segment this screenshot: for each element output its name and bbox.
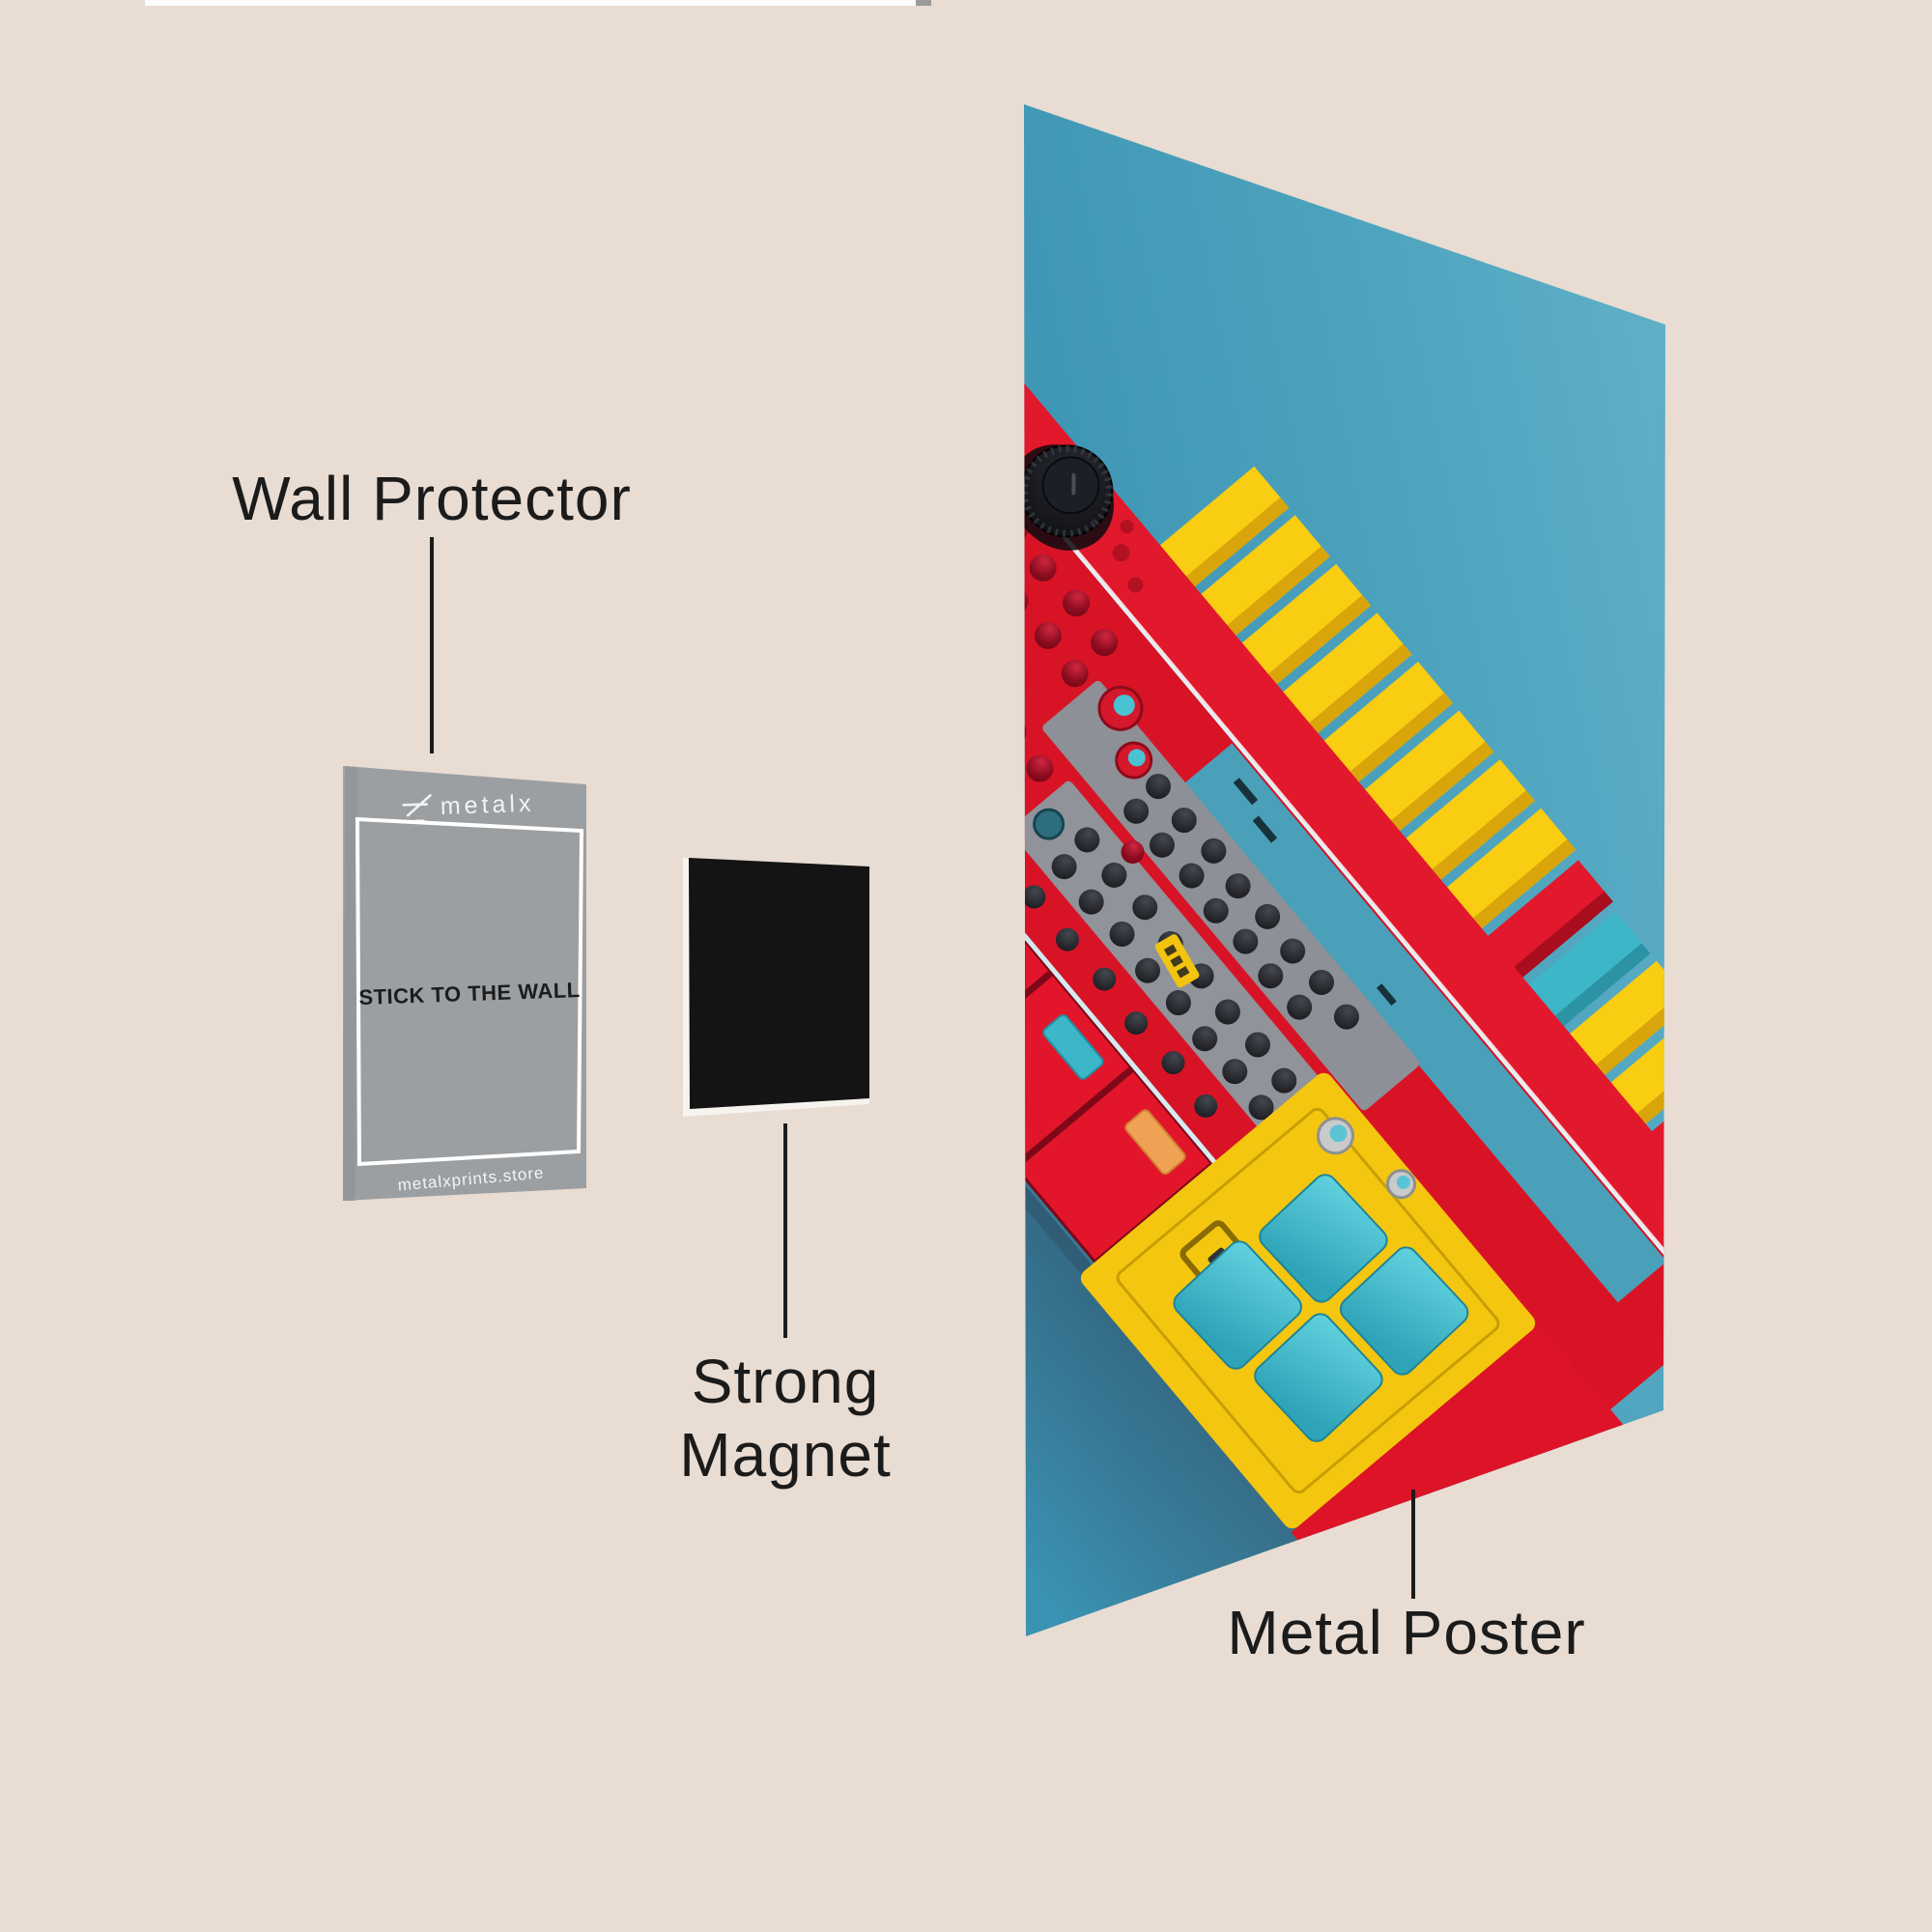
strong-magnet-label-line1: Strong [691,1347,880,1416]
deck-blue-strip-dash [1376,983,1397,1007]
synth-device-artwork [1024,356,1665,1636]
strong-magnet-leader-line [783,1123,787,1338]
wall-protector-card: metalx STICK TO THE WALL metalxprints.st… [343,766,586,1201]
top-edge-white-strip [145,0,923,6]
orange-key-cap [1124,1109,1186,1176]
yellow-panel-outline [1116,1107,1500,1494]
teal-dome-button [1033,808,1065,840]
small-red-nubs [1112,520,1144,593]
black-dome-buttons-row [1024,885,1218,1118]
top-edge-gray-smudge [916,0,931,6]
card-brand-logo: metalx [402,790,535,823]
key-yellow [1236,563,1372,690]
metal-poster-label: Metal Poster [1227,1598,1586,1667]
teal-pads [1173,1174,1469,1442]
device-shadow-fade [1024,672,1403,1636]
yellow-pad-panel [1080,1072,1536,1529]
gray-teal-dome-button [1385,1169,1416,1200]
key-row [1153,466,1665,1179]
wall-protector-leader-line [430,537,434,753]
key-yellow [1359,710,1494,837]
orange-key-cap [1024,917,1025,982]
card-inner-border [355,816,584,1167]
device-upper-band [1024,356,1665,1318]
red-dome-buttons [1024,514,1119,782]
key-yellow [1440,808,1577,934]
deck-blue-strip [1182,743,1665,1303]
device-deck [1024,401,1665,1501]
key-yellow [1400,759,1535,885]
card-brand-text: metalx [440,790,535,820]
key-yellow [1153,466,1290,592]
gray-teal-dome-button [1316,1117,1354,1155]
key-yellow [1318,661,1453,787]
strong-magnet-label: Strong Magnet [544,1345,1027,1492]
device-highlight-line [1024,398,1665,1320]
key-yellow [1195,515,1330,640]
card-face [343,766,586,1201]
metal-poster [1024,104,1665,1636]
teal-key-cap [1042,1014,1104,1080]
red-teal-cap-button [1115,741,1153,780]
key-yellow [1605,1012,1665,1129]
key-yellow [1277,612,1412,739]
magnet-face [689,858,869,1109]
deck-blue-strip-dash [1252,815,1278,843]
key-teal [1522,912,1651,1032]
black-dome-buttons [1123,774,1359,1030]
strong-magnet [683,858,869,1117]
small-red-dome [1121,840,1145,865]
deck-blue-strip-dash [1233,778,1259,806]
key-red [1482,860,1613,982]
wall-protector-label: Wall Protector [232,464,632,533]
metal-poster-leader-line [1411,1490,1415,1599]
card-left-edge-shade [343,766,357,1201]
key-yellow [1564,960,1665,1081]
red-teal-cap-button [1097,685,1144,731]
strong-magnet-label-line2: Magnet [679,1420,892,1490]
volume-knob [1024,444,1115,551]
yellow-label-chip [1154,934,1200,988]
